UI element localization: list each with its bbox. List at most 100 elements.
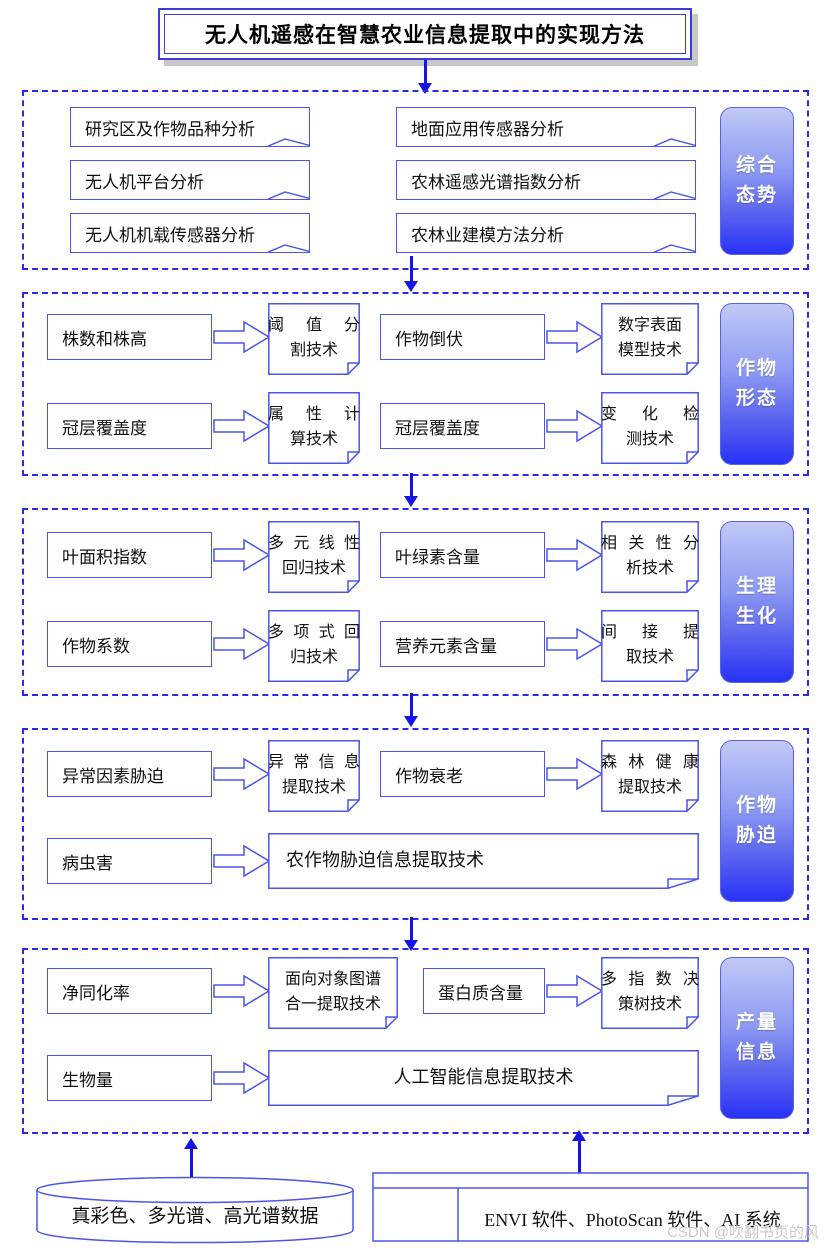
item-box[interactable]: 营养元素含量 (380, 621, 545, 667)
item-label: 生物量 (62, 1070, 113, 1090)
tech-line: 测技术 (625, 431, 674, 448)
tech-text: 数字表面 模型技术 (601, 303, 699, 375)
item-box[interactable]: 农林遥感光谱指数分析 (396, 160, 696, 200)
item-box[interactable]: 作物倒伏 (380, 314, 545, 360)
connector-title-to-section1 (424, 60, 427, 86)
item-box[interactable]: 病虫害 (47, 838, 212, 884)
doc-corner-1-3 (70, 213, 311, 253)
item-label: 作物衰老 (395, 766, 463, 786)
tech-box[interactable]: 多指数决 策树技术 (601, 957, 699, 1029)
item-label: 净同化率 (62, 983, 130, 1003)
item-label: 冠层覆盖度 (395, 418, 480, 438)
tech-line: 提取技术 (281, 779, 346, 796)
tech-box-wide[interactable]: 农作物胁迫信息提取技术 (268, 833, 699, 889)
item-label: 叶面积指数 (62, 547, 147, 567)
tech-line: 提取技术 (617, 779, 682, 796)
doc-corner-1-4 (396, 107, 697, 147)
tech-line: 森林健康 (601, 754, 699, 772)
tech-box[interactable]: 多项式回 归技术 (268, 610, 360, 682)
item-box[interactable]: 研究区及作物品种分析 (70, 107, 310, 147)
tech-box[interactable]: 多元线性 回归技术 (268, 521, 360, 593)
tech-text: 阈值分 割技术 (268, 303, 360, 375)
tech-box[interactable]: 变化检 测技术 (601, 392, 699, 464)
tab-line: 产量 (735, 1011, 778, 1033)
software-process-box[interactable]: ENVI 软件、PhotoScan 软件、AI 系统 (372, 1172, 809, 1242)
item-box[interactable]: 地面应用传感器分析 (396, 107, 696, 147)
item-label: 营养元素含量 (395, 636, 497, 656)
item-label: 农林业建模方法分析 (411, 225, 564, 245)
connector-arrowhead-3 (404, 496, 418, 507)
diagram-title: 无人机遥感在智慧农业信息提取中的实现方法 (158, 8, 698, 66)
tab-line: 形态 (735, 388, 778, 409)
tech-box[interactable]: 数字表面 模型技术 (601, 303, 699, 375)
block-arrow (213, 409, 271, 443)
block-arrow (213, 974, 271, 1008)
item-box[interactable]: 株数和株高 (47, 314, 212, 360)
item-label: 蛋白质含量 (438, 983, 523, 1003)
tech-text: 农作物胁迫信息提取技术 (268, 833, 699, 889)
item-box[interactable]: 冠层覆盖度 (380, 403, 545, 449)
tech-text: 变化检 测技术 (601, 392, 699, 464)
tech-text: 面向对象图谱 合一提取技术 (268, 957, 398, 1029)
connector-section1-to-section2 (410, 256, 413, 284)
block-arrow (546, 757, 604, 791)
item-label: 叶绿素含量 (395, 547, 480, 567)
item-box[interactable]: 叶绿素含量 (380, 532, 545, 578)
section-tab-1[interactable]: 综合 态势 (720, 107, 794, 255)
section-tab-4[interactable]: 作物 胁迫 (720, 740, 794, 902)
tech-line: 算技术 (289, 431, 338, 448)
item-box[interactable]: 无人机机载传感器分析 (70, 213, 310, 253)
block-arrow (546, 320, 604, 354)
tech-box[interactable]: 森林健康 提取技术 (601, 740, 699, 812)
tech-line: 人工智能信息提取技术 (393, 1067, 574, 1088)
page-title: 无人机遥感在智慧农业信息提取中的实现方法 (205, 23, 645, 47)
tech-box[interactable]: 异常信息 提取技术 (268, 740, 360, 812)
item-label: 异常因素胁迫 (62, 766, 164, 786)
block-arrow (213, 538, 271, 572)
item-box[interactable]: 作物系数 (47, 621, 212, 667)
item-label: 株数和株高 (62, 329, 147, 349)
connector-section4-to-section5 (410, 917, 413, 943)
item-box[interactable]: 无人机平台分析 (70, 160, 310, 200)
watermark: CSDN @吹翻书页的风 (667, 1224, 819, 1241)
item-box[interactable]: 冠层覆盖度 (47, 403, 212, 449)
doc-corner-1-1 (70, 107, 311, 147)
tech-box[interactable]: 面向对象图谱 合一提取技术 (268, 957, 398, 1029)
doc-corner-1-6 (396, 213, 697, 253)
tab-line: 综合 (735, 154, 778, 176)
item-box[interactable]: 叶面积指数 (47, 532, 212, 578)
item-box[interactable]: 异常因素胁迫 (47, 751, 212, 797)
tech-box[interactable]: 间接提 取技术 (601, 610, 699, 682)
tech-text: 多项式回 归技术 (268, 610, 360, 682)
connector-arrowhead-5 (404, 940, 418, 951)
tech-text: 森林健康 提取技术 (601, 740, 699, 812)
section-tab-5[interactable]: 产量 信息 (720, 957, 794, 1119)
connector-datastore-up (190, 1148, 193, 1188)
block-arrow (213, 844, 271, 878)
item-box[interactable]: 作物衰老 (380, 751, 545, 797)
title-inner-border: 无人机遥感在智慧农业信息提取中的实现方法 (164, 14, 686, 54)
section-tab-2[interactable]: 作物 形态 (720, 303, 794, 465)
tab-line: 信息 (735, 1042, 778, 1063)
tech-box-wide[interactable]: 人工智能信息提取技术 (268, 1050, 699, 1106)
tech-text: 相关性分 析技术 (601, 521, 699, 593)
item-box[interactable]: 生物量 (47, 1055, 212, 1101)
item-box[interactable]: 净同化率 (47, 968, 212, 1014)
tech-box[interactable]: 相关性分 析技术 (601, 521, 699, 593)
tech-text: 人工智能信息提取技术 (268, 1050, 699, 1106)
tech-box[interactable]: 阈值分 割技术 (268, 303, 360, 375)
item-box[interactable]: 农林业建模方法分析 (396, 213, 696, 253)
tech-line: 回归技术 (281, 560, 346, 577)
tech-text: 异常信息 提取技术 (268, 740, 360, 812)
tech-box[interactable]: 属性计 算技术 (268, 392, 360, 464)
data-store-cylinder[interactable]: 真彩色、多光谱、高光谱数据 (36, 1176, 354, 1244)
tech-line: 析技术 (625, 560, 674, 577)
tech-text: 多元线性 回归技术 (268, 521, 360, 593)
tech-text: 多指数决 策树技术 (601, 957, 699, 1029)
tech-line: 面向对象图谱 (284, 971, 381, 989)
tab-line: 态势 (735, 185, 778, 206)
tech-line: 异常信息 (268, 754, 360, 772)
item-box[interactable]: 蛋白质含量 (423, 968, 545, 1014)
section-band-3 (22, 508, 809, 696)
section-tab-3[interactable]: 生理 生化 (720, 521, 794, 683)
